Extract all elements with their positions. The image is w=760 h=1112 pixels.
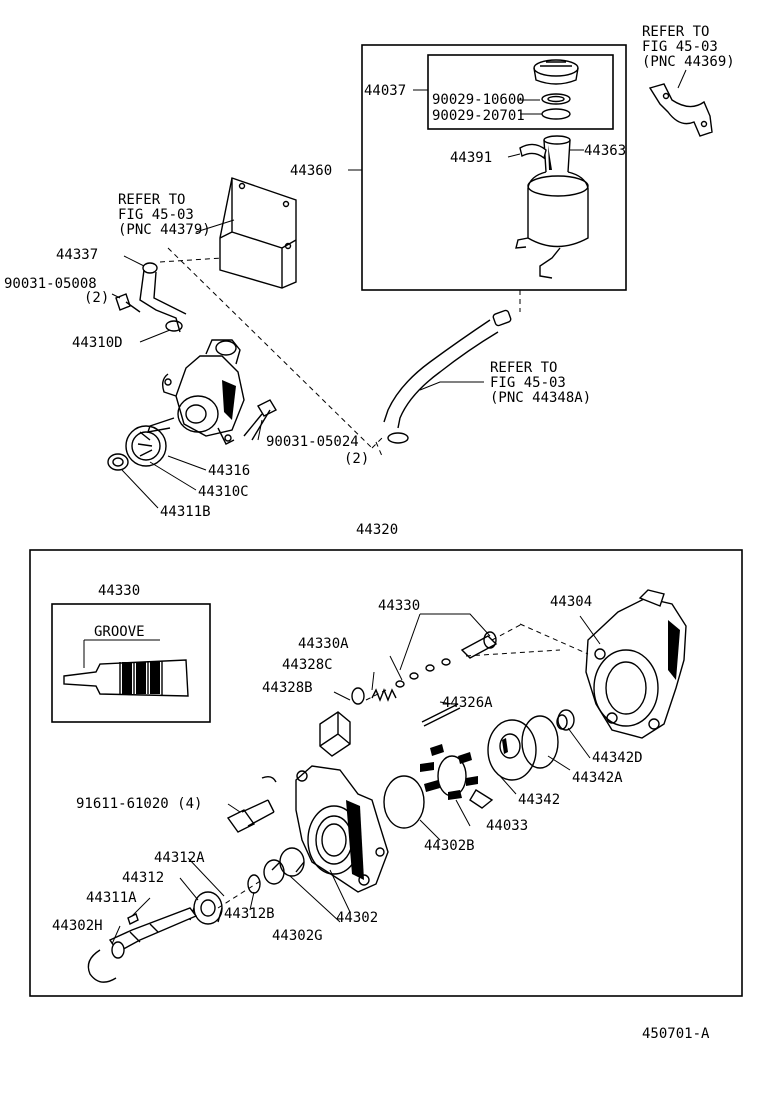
label-44037: 44037 — [364, 83, 406, 99]
label-groove: GROOVE — [94, 624, 145, 640]
label-44033: 44033 — [486, 818, 528, 834]
label-44302: 44302 — [336, 910, 378, 926]
flow-control-valve — [395, 631, 498, 688]
label-44302b: 44302B — [424, 838, 475, 854]
snap-ring-44312b — [247, 874, 261, 894]
ref-44379-line2: FIG 45-03 — [118, 207, 194, 223]
o-ring-90029-10600 — [541, 93, 571, 105]
label-44330-inset: 44330 — [98, 583, 140, 599]
return-hose — [383, 309, 512, 444]
label-44342a: 44342A — [572, 770, 623, 786]
bracket-44379 — [219, 177, 297, 289]
pump-assembly — [146, 339, 245, 445]
label-qty-2b: (2) — [344, 451, 369, 467]
control-valve-detail — [63, 659, 189, 697]
front-housing-44302 — [295, 765, 389, 893]
o-ring-44328c — [351, 687, 365, 705]
o-ring-44342a — [521, 715, 559, 769]
union-fitting-44337 — [139, 262, 187, 333]
label-44320: 44320 — [356, 522, 398, 538]
label-44311b: 44311B — [160, 504, 211, 520]
spring-44330a — [371, 688, 397, 702]
label-44312: 44312 — [122, 870, 164, 886]
pump-subassembly-box — [29, 549, 743, 997]
label-44330: 44330 — [378, 598, 420, 614]
shaft-44312 — [108, 907, 198, 959]
cap-subassembly-box — [427, 54, 614, 130]
label-44330a: 44330A — [298, 636, 349, 652]
label-44312a: 44312A — [154, 850, 205, 866]
bracket-44369 — [648, 83, 713, 137]
bolt-90031-05008 — [115, 293, 141, 313]
label-44328c: 44328C — [282, 657, 333, 673]
plug-44342d — [556, 709, 575, 731]
label-90029-20701: 90029-20701 — [432, 108, 525, 124]
label-44342: 44342 — [518, 792, 560, 808]
control-valve-inset-box — [51, 603, 211, 723]
label-44337: 44337 — [56, 247, 98, 263]
reservoir-cap — [533, 59, 579, 85]
reservoir-tank — [515, 135, 589, 279]
side-plate-44342 — [487, 719, 537, 781]
label-44310d: 44310D — [72, 335, 123, 351]
ref-44348a-line1: REFER TO — [490, 360, 557, 376]
label-44360: 44360 — [290, 163, 332, 179]
pulley-44310c — [125, 425, 167, 467]
ref-44348a-line2: FIG 45-03 — [490, 375, 566, 391]
label-44304: 44304 — [550, 594, 592, 610]
nut-44311b — [107, 453, 129, 471]
rotor-vanes-44033 — [420, 744, 494, 809]
rear-housing-44304 — [585, 589, 687, 739]
label-90031-05008: 90031-05008 — [4, 276, 97, 292]
label-44316: 44316 — [208, 463, 250, 479]
snap-ring-44302h — [87, 949, 117, 983]
figure-code: 450701-A — [642, 1026, 710, 1042]
ref-44369-line2: FIG 45-03 — [642, 39, 718, 55]
label-90029-10600: 90029-10600 — [432, 92, 525, 108]
reservoir-assembly-box — [361, 44, 627, 291]
label-90031-05024: 90031-05024 — [266, 434, 359, 450]
gasket-44310d — [165, 320, 183, 332]
label-44302h: 44302H — [52, 918, 103, 934]
label-qty-2a: (2) — [84, 290, 109, 306]
ref-44369-line3: (PNC 44369) — [642, 54, 735, 70]
o-ring-90029-20701 — [541, 108, 571, 120]
bearing-44302g — [263, 847, 305, 885]
o-ring-44302b — [383, 775, 425, 829]
label-44302g: 44302G — [272, 928, 323, 944]
plug-44328b — [319, 711, 351, 757]
label-44342d: 44342D — [592, 750, 643, 766]
label-91611-61020: 91611-61020 (4) — [76, 796, 202, 812]
ref-44369-line1: REFER TO — [642, 24, 709, 40]
ref-44379-line1: REFER TO — [118, 192, 185, 208]
bolt-91611-61020 — [226, 775, 277, 833]
ref-44379-line3: (PNC 44379) — [118, 222, 211, 238]
label-44310c: 44310C — [198, 484, 249, 500]
label-44312b: 44312B — [224, 906, 275, 922]
label-44311a: 44311A — [86, 890, 137, 906]
pin-44326a — [421, 703, 461, 727]
ref-44348a-line3: (PNC 44348A) — [490, 390, 591, 406]
label-44326a: 44326A — [442, 695, 493, 711]
label-44328b: 44328B — [262, 680, 313, 696]
label-44391: 44391 — [450, 150, 492, 166]
label-44363: 44363 — [584, 143, 626, 159]
reservoir-clamp — [519, 143, 547, 160]
